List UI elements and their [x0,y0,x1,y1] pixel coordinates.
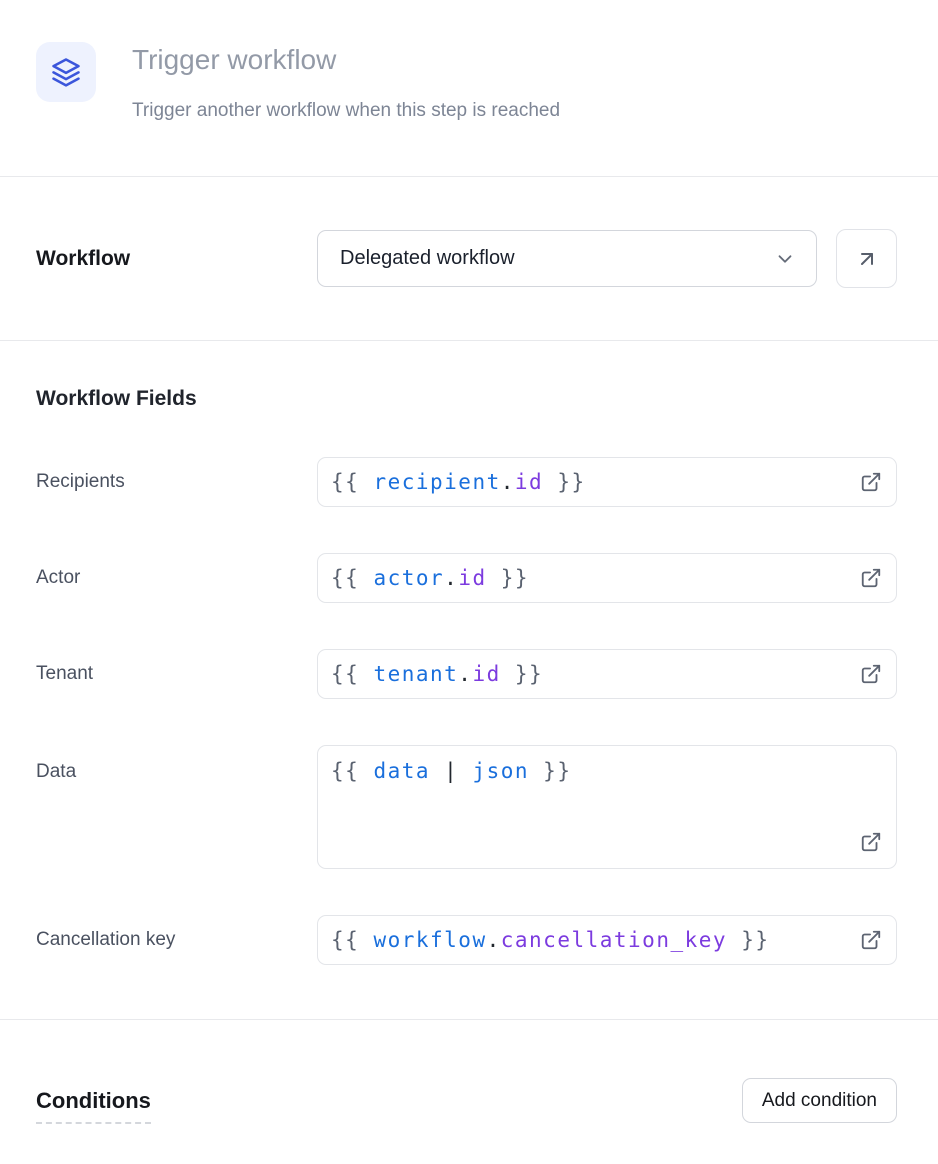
field-template-value: {{ actor.id }} [331,566,529,590]
workflow-field-row: Tenant {{ tenant.id }} [36,649,897,699]
field-label: Data [36,745,317,783]
external-link-icon[interactable] [860,831,882,853]
layers-icon [36,42,96,102]
workflow-field-row: Data {{ data | json }} [36,745,897,869]
external-link-icon[interactable] [860,929,882,951]
trigger-workflow-panel: Trigger workflow Trigger another workflo… [0,0,938,1123]
workflow-field-row: Actor {{ actor.id }} [36,553,897,603]
workflow-field-row: Cancellation key {{ workflow.cancellatio… [36,915,897,965]
step-title[interactable]: Trigger workflow [132,42,560,78]
workflow-field-row: Recipients {{ recipient.id }} [36,457,897,507]
field-template-value: {{ workflow.cancellation_key }} [331,928,769,952]
workflow-fields-list: Recipients {{ recipient.id }} Actor {{ a… [36,457,897,965]
external-link-icon[interactable] [860,567,882,589]
conditions-heading: Conditions [36,1088,151,1114]
conditions-heading-text[interactable]: Conditions [36,1088,151,1124]
field-template-input[interactable]: {{ recipient.id }} [317,457,897,507]
chevron-down-icon [774,248,796,270]
workflow-label: Workflow [36,247,317,271]
external-link-icon[interactable] [860,663,882,685]
conditions-section: Conditions Add condition [0,1020,938,1123]
field-label: Recipients [36,471,317,493]
workflow-select-value: Delegated workflow [340,247,515,270]
arrow-up-right-icon [855,247,879,271]
field-label: Cancellation key [36,929,317,951]
field-template-value: {{ recipient.id }} [331,470,586,494]
field-template-value: {{ data | json }} [331,759,571,783]
field-template-input[interactable]: {{ data | json }} [317,745,897,869]
field-template-input[interactable]: {{ workflow.cancellation_key }} [317,915,897,965]
workflow-fields-heading: Workflow Fields [36,387,897,411]
field-label: Actor [36,567,317,589]
field-label: Tenant [36,663,317,685]
field-template-value: {{ tenant.id }} [331,662,543,686]
open-workflow-button[interactable] [836,229,897,288]
workflow-controls: Delegated workflow [317,229,897,288]
field-template-input[interactable]: {{ actor.id }} [317,553,897,603]
external-link-icon[interactable] [860,471,882,493]
workflow-select[interactable]: Delegated workflow [317,230,817,287]
add-condition-button[interactable]: Add condition [742,1078,897,1123]
field-template-input[interactable]: {{ tenant.id }} [317,649,897,699]
step-header: Trigger workflow Trigger another workflo… [0,0,938,177]
step-header-text: Trigger workflow Trigger another workflo… [132,42,560,176]
workflow-fields-section: Workflow Fields Recipients {{ recipient.… [0,341,938,1020]
workflow-select-row: Workflow Delegated workflow [0,177,938,341]
step-subtitle: Trigger another workflow when this step … [132,98,560,124]
